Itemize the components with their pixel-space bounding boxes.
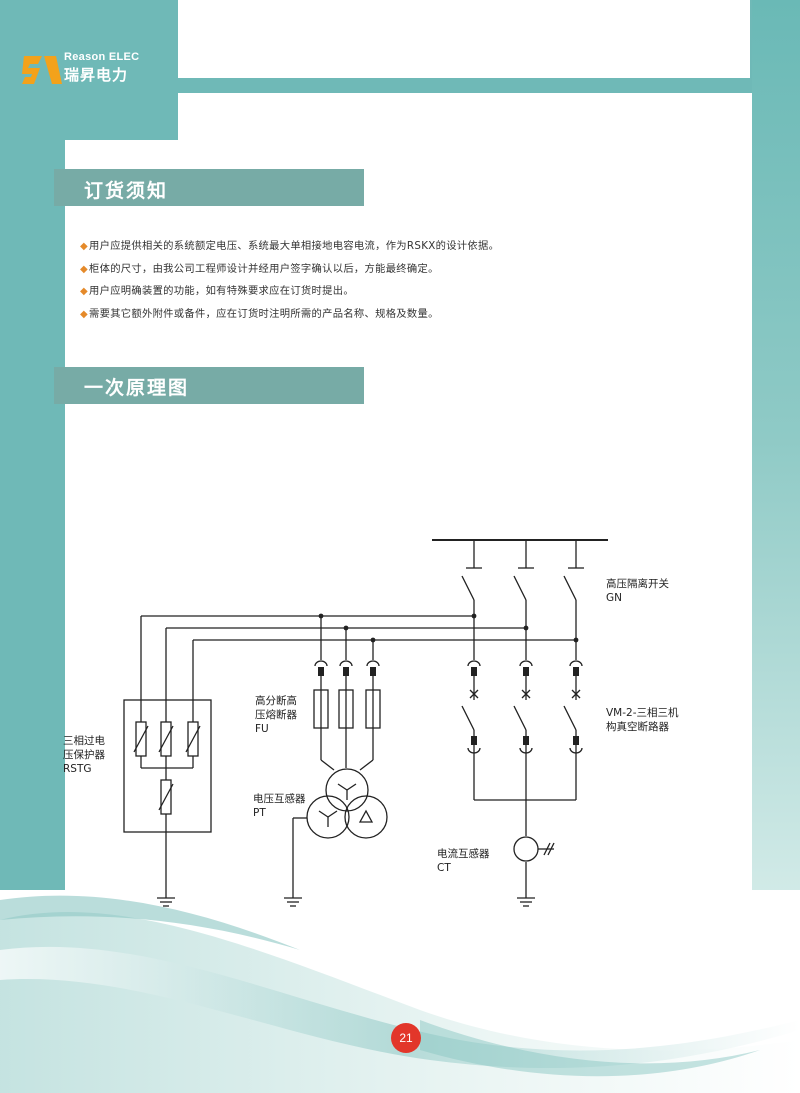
label-vm-1: VM-2-三相三机: [606, 706, 679, 719]
label-fu-2: 压熔断器: [255, 708, 297, 721]
content-sheet: [65, 93, 752, 953]
diamond-bullet-icon: ◆: [80, 241, 88, 252]
overvoltage-protector-rstg: [123, 699, 212, 907]
label-rstg-1: 三相过电: [63, 734, 105, 747]
section-title-ordering: 订货须知: [84, 180, 169, 202]
list-item: ◆用户应提供相关的系统额定电压、系统最大单相接地电容电流，作为RSKX的设计依据…: [80, 240, 500, 252]
label-vm-2: 构真空断路器: [606, 720, 669, 733]
brand-logo-icon: [22, 56, 62, 84]
isolator-switch-gn: [461, 540, 584, 601]
diamond-bullet-icon: ◆: [80, 263, 88, 275]
diamond-bullet-icon: ◆: [80, 286, 88, 297]
diamond-bullet-icon: ◆: [80, 308, 88, 320]
label-gn-2: GN: [606, 592, 622, 604]
current-transformer-ct: [513, 836, 555, 862]
diagram-labels: 高压隔离开关 GN VM-2-三相三机 构真空断路器 高分断高 压熔断器 FU …: [63, 577, 679, 874]
label-pt-2: PT: [253, 807, 266, 819]
section-bar-ordering: [54, 169, 364, 206]
ordering-notes-list: ◆用户应提供相关的系统额定电压、系统最大单相接地电容电流，作为RSKX的设计依据…: [80, 237, 499, 327]
list-item: ◆需要其它额外附件或备件，应在订货时注明所需的产品名称、规格及数量。: [80, 307, 439, 320]
label-ct-1: 电流互感器: [437, 847, 490, 860]
section-title-diagram: 一次原理图: [84, 377, 190, 399]
fuse-fu: [313, 660, 381, 771]
label-fu-3: FU: [255, 723, 269, 735]
label-pt-1: 电压互感器: [253, 792, 306, 805]
label-rstg-2: 压保护器: [63, 748, 105, 761]
label-rstg-3: RSTG: [63, 763, 92, 775]
wave-decoration: [0, 890, 800, 1093]
label-fu-1: 高分断高: [255, 694, 297, 707]
label-ct-2: CT: [437, 862, 451, 874]
vacuum-breaker-vm: [461, 660, 583, 907]
page-number-badge: 21: [391, 1023, 421, 1053]
voltage-transformer-pt: [284, 768, 388, 907]
list-item: ◆柜体的尺寸，由我公司工程师设计并经用户签字确认以后，方能最终确定。: [80, 262, 439, 275]
section-bar-diagram: [54, 367, 364, 404]
list-item: ◆用户应明确装置的功能，如有特殊要求应在订货时提出。: [80, 285, 354, 297]
header-white-band: [178, 0, 750, 78]
label-gn-1: 高压隔离开关: [606, 577, 669, 590]
brand-name-cn: 瑞昇电力: [64, 66, 129, 84]
brand-name-en: Reason ELEC: [64, 51, 140, 63]
